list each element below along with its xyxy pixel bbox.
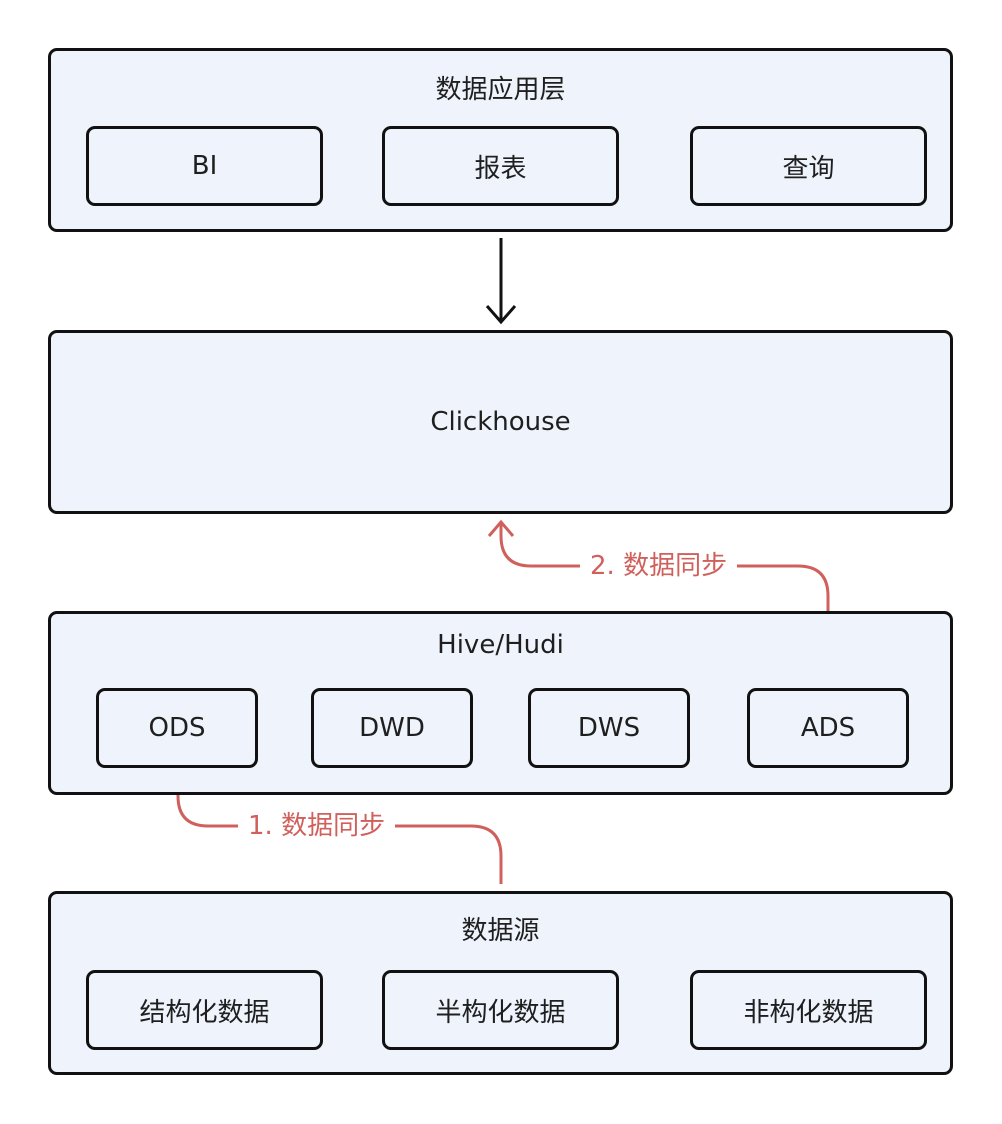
hive-item-ads[interactable]: ADS — [747, 688, 909, 768]
source-item-semi-structured[interactable]: 半构化数据 — [382, 970, 619, 1050]
hive-item-ods[interactable]: ODS — [96, 688, 258, 768]
source-item-unstructured[interactable]: 非构化数据 — [690, 970, 927, 1050]
sync-label-2: 2. 数据同步 — [580, 548, 738, 584]
app-layer-title: 数据应用层 — [435, 75, 566, 105]
app-item-query[interactable]: 查询 — [690, 126, 927, 206]
hive-item-dwd[interactable]: DWD — [311, 688, 473, 768]
arrow-app-to-clickhouse-head — [485, 305, 517, 325]
app-item-report[interactable]: 报表 — [382, 126, 619, 206]
clickhouse-title: Clickhouse — [430, 407, 571, 437]
hive-layer-title: Hive/Hudi — [437, 630, 564, 660]
clickhouse-box[interactable]: Clickhouse — [48, 330, 953, 514]
sync-arrow-2-head — [487, 519, 515, 537]
source-item-structured[interactable]: 结构化数据 — [86, 970, 323, 1050]
sync-label-1: 1. 数据同步 — [238, 808, 396, 844]
app-item-bi[interactable]: BI — [86, 126, 323, 206]
hive-item-dws[interactable]: DWS — [528, 688, 690, 768]
source-layer-title: 数据源 — [461, 916, 540, 946]
